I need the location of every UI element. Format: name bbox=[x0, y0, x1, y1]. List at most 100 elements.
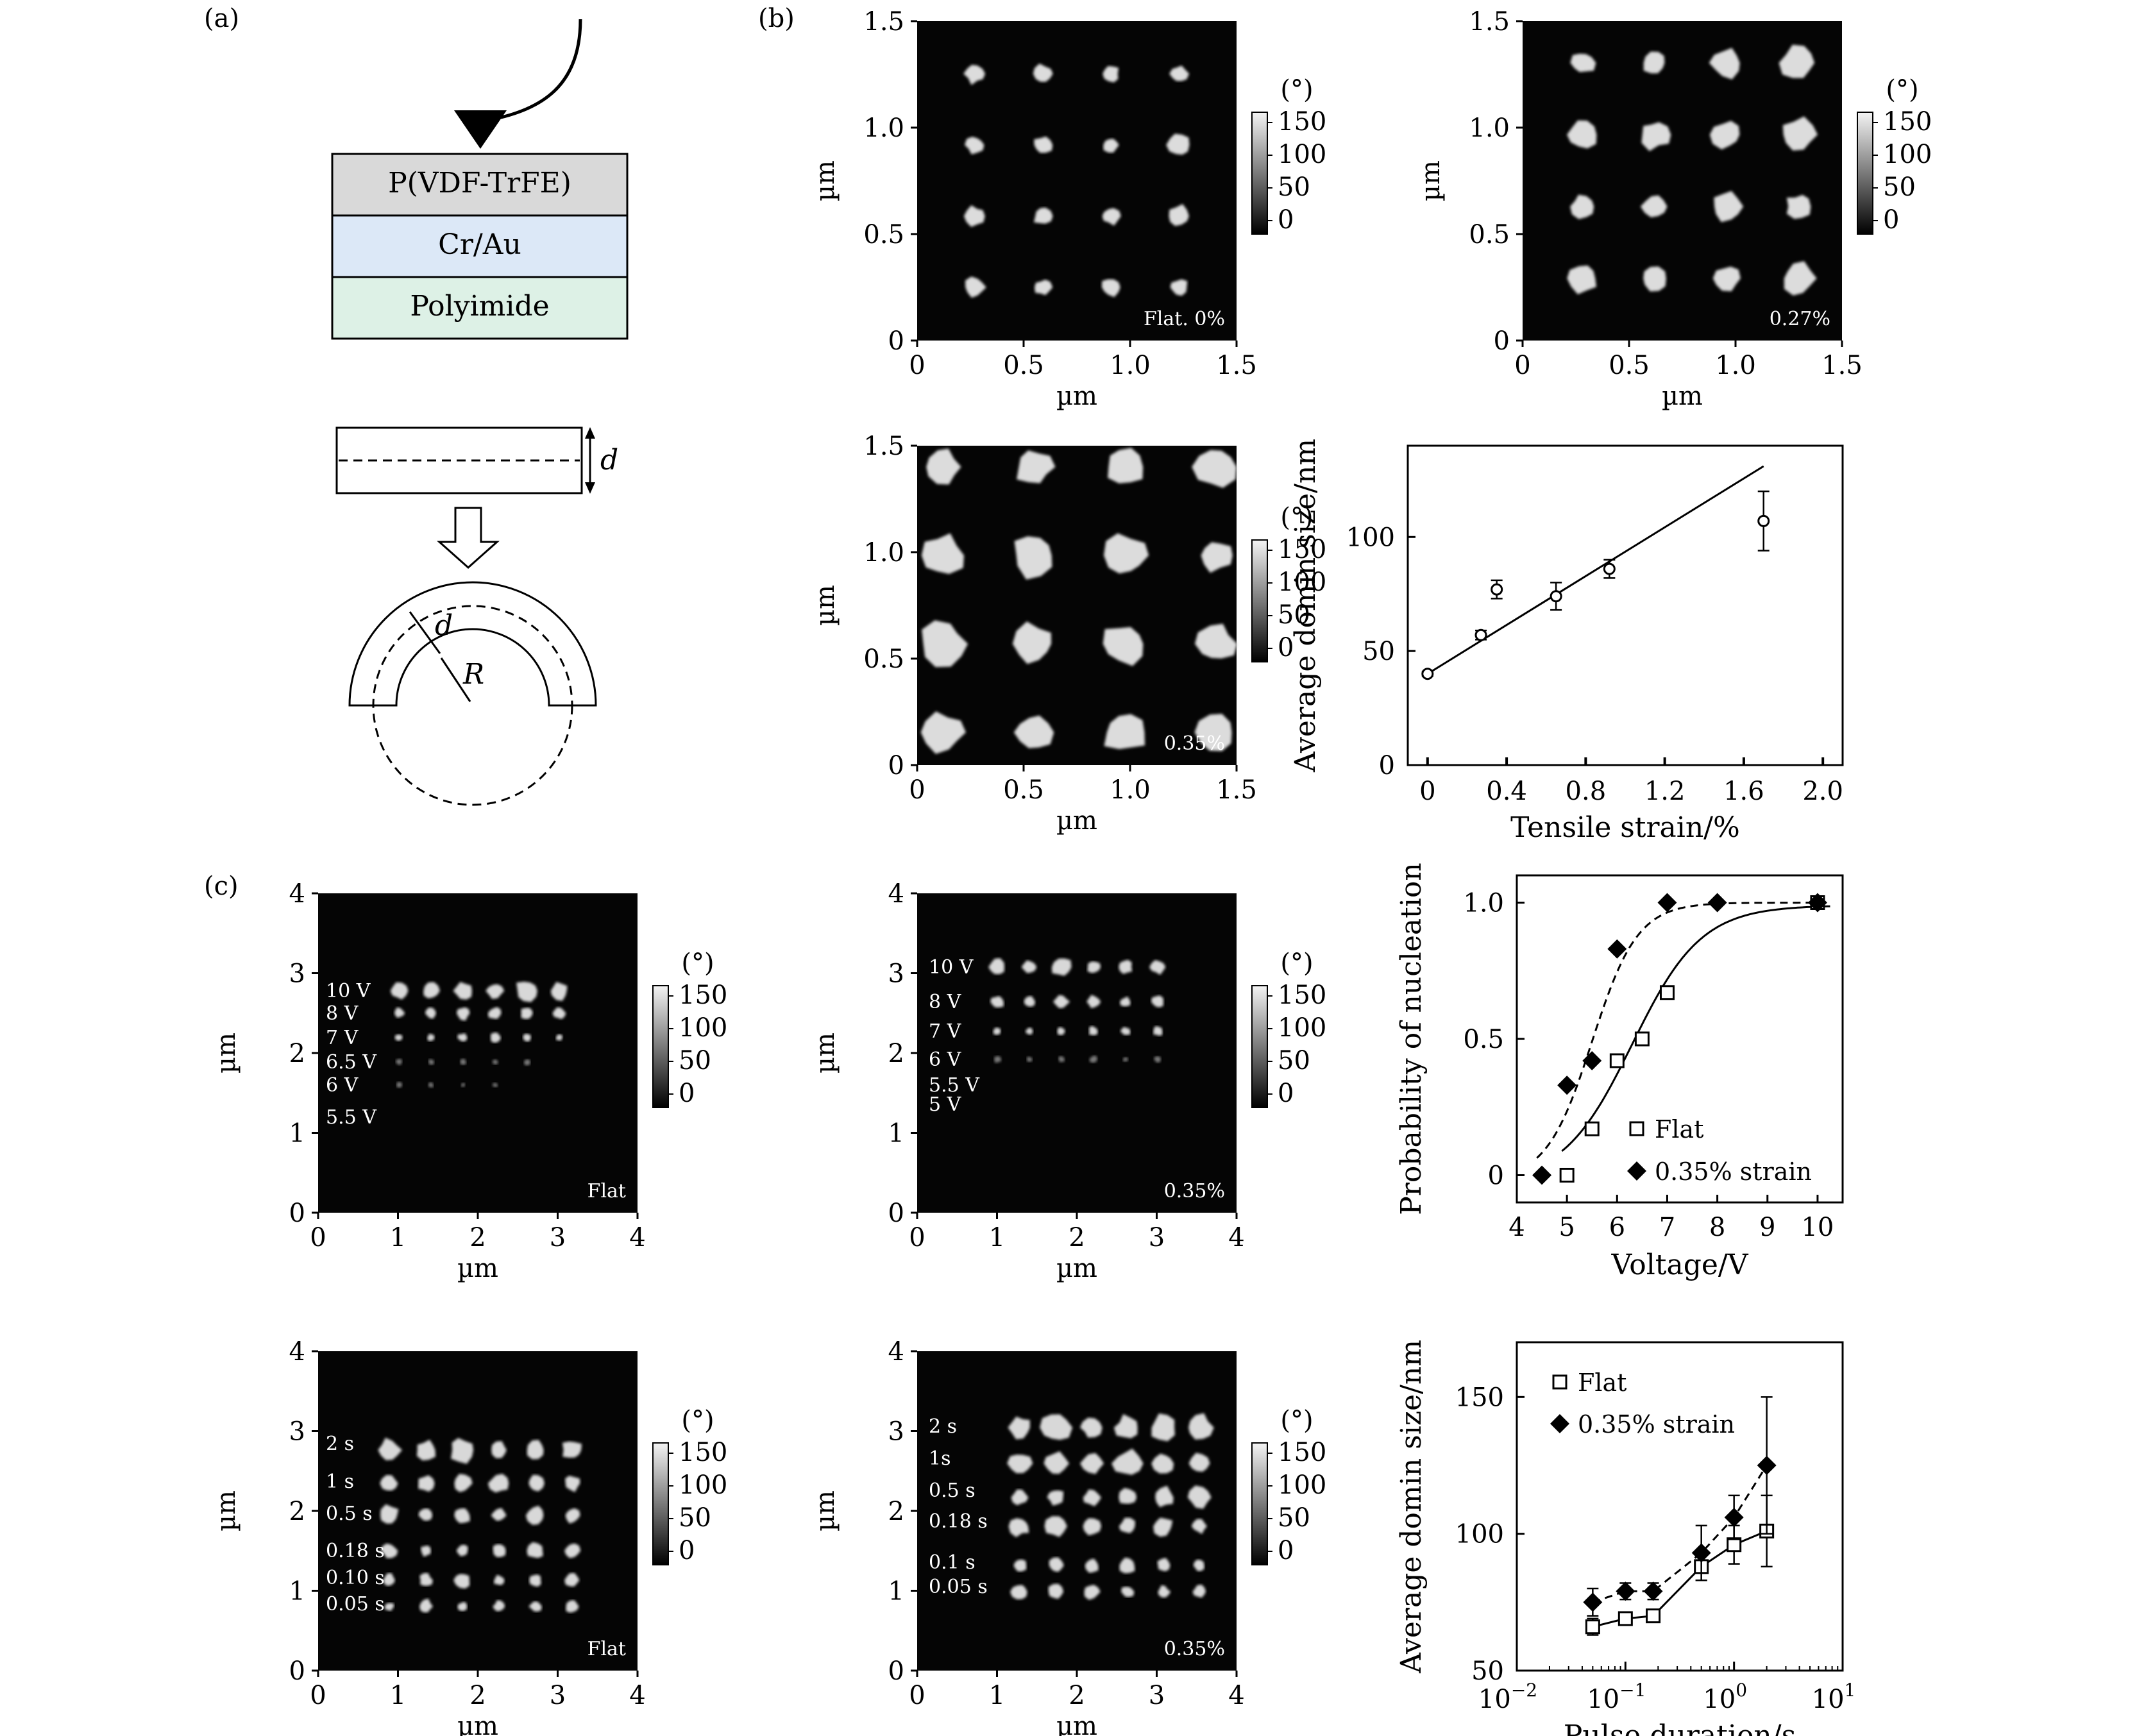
map-c2-y-tick-label: 3 bbox=[888, 959, 904, 989]
map-b2-domain-dot bbox=[1570, 53, 1596, 72]
c2-legend-strain-label: 0.35% strain bbox=[1655, 1158, 1812, 1186]
layer-pvdf bbox=[331, 153, 629, 217]
map-c1-domain-dot bbox=[396, 1082, 403, 1088]
map-c3-row-label: 2 s bbox=[326, 1433, 354, 1455]
map-c2-colorbar-tick-label: 0 bbox=[1278, 1079, 1294, 1108]
map-b1-y-tick-label: 1.5 bbox=[863, 7, 904, 37]
map-b2-colorbar-tick-label: 100 bbox=[1883, 140, 1932, 169]
c1-y-axis-label: Average domin size/nm bbox=[1289, 439, 1322, 773]
map-c4-domain-dot bbox=[1008, 1518, 1029, 1537]
c1-y-tick-label: 100 bbox=[1346, 523, 1395, 552]
map-c3-y-tick-label: 4 bbox=[289, 1337, 305, 1367]
c3-y-tick-label: 100 bbox=[1455, 1520, 1504, 1549]
c1-x-tick-label: 0 bbox=[1419, 777, 1435, 806]
map-c3-y-axis-label: µm bbox=[212, 1490, 241, 1531]
map-c2-domain-dot bbox=[1122, 1057, 1129, 1062]
map-c2-domain-dot bbox=[1086, 995, 1101, 1009]
map-c2-domain-dot bbox=[1154, 1056, 1162, 1063]
map-c2-x-tick-label: 1 bbox=[989, 1223, 1005, 1252]
map-c1-domain-dot bbox=[394, 1034, 403, 1041]
map-c4-domain-dot bbox=[1079, 1453, 1104, 1474]
map-c2-domain-dot bbox=[988, 958, 1004, 974]
map-c4-x-tick-label: 2 bbox=[1069, 1681, 1085, 1710]
c3-x-tick-exp: 0 bbox=[1736, 1680, 1747, 1701]
map-b3-domain-dot bbox=[926, 448, 961, 485]
map-b1-domain-dot bbox=[965, 276, 986, 298]
map-c3-domain-dot bbox=[565, 1476, 580, 1492]
bent-film bbox=[348, 581, 597, 707]
map-b3-colorbar-tick-label: 0 bbox=[1278, 633, 1294, 662]
map-c3-row-label: 0.10 s bbox=[326, 1567, 385, 1589]
map-c1-domain-dot bbox=[425, 1007, 436, 1019]
c2-legend-flat-marker bbox=[1629, 1121, 1644, 1136]
map-c4-map-image bbox=[917, 1351, 1237, 1671]
map-c1-y-tick-label: 3 bbox=[289, 959, 305, 989]
map-c2-y-axis-label: µm bbox=[811, 1032, 840, 1074]
map-c3-corner-label: Flat bbox=[587, 1638, 626, 1660]
map-c2-domain-dot bbox=[1151, 995, 1163, 1007]
map-b3-x-tick-label: 1.5 bbox=[1216, 775, 1257, 805]
c1-data-point bbox=[1474, 628, 1487, 641]
map-c1-x-tick-label: 3 bbox=[550, 1223, 566, 1252]
map-b2-colorbar-tick-label: 0 bbox=[1883, 205, 1899, 235]
map-c1-domain-dot bbox=[428, 1082, 434, 1088]
map-c3-row-label: 0.05 s bbox=[326, 1593, 385, 1615]
map-c3-domain-dot bbox=[493, 1544, 506, 1558]
thickness-label: d bbox=[600, 444, 618, 476]
bending-arrow bbox=[437, 507, 500, 569]
c1-data-point bbox=[1603, 562, 1616, 575]
map-b1-colorbar-tick-label: 150 bbox=[1278, 107, 1326, 137]
map-c3-x-tick-label: 3 bbox=[550, 1681, 566, 1710]
map-c3-colorbar-tick-label: 100 bbox=[679, 1471, 727, 1500]
c1-frame bbox=[1407, 444, 1844, 766]
map-b1-colorbar-tick-label: 0 bbox=[1278, 205, 1294, 235]
map-c3-domain-dot bbox=[456, 1544, 468, 1556]
map-b2-domain-dot bbox=[1567, 120, 1597, 149]
map-c1-domain-dot bbox=[487, 1007, 502, 1019]
map-c3-x-tick-label: 1 bbox=[390, 1681, 406, 1710]
map-b3-colorbar-tick-label: 150 bbox=[1278, 535, 1326, 564]
map-c2-domain-dot bbox=[1089, 1055, 1097, 1063]
map-c2-domain-dot bbox=[993, 1027, 1001, 1035]
c3-flat-point bbox=[1727, 1537, 1742, 1553]
map-b3-domain-dot bbox=[1195, 623, 1238, 659]
c2-y-tick-label: 1.0 bbox=[1463, 889, 1504, 918]
map-c2-x-tick-label: 0 bbox=[909, 1223, 925, 1252]
map-b3-x-tick-label: 1.0 bbox=[1110, 775, 1151, 805]
map-c1-domain-dot bbox=[460, 1058, 466, 1065]
map-c3-domain-dot bbox=[562, 1441, 582, 1458]
map-c4-domain-dot bbox=[1047, 1490, 1064, 1506]
map-c2-domain-dot bbox=[1021, 960, 1037, 973]
c2-legend-strain-marker bbox=[1627, 1161, 1646, 1181]
map-b2-domain-dot bbox=[1567, 265, 1596, 294]
c2-x-tick-label: 7 bbox=[1659, 1213, 1675, 1242]
layer-label-pvdf: P(VDF-TrFE) bbox=[388, 167, 571, 199]
map-b2-y-tick-label: 0 bbox=[1494, 326, 1510, 356]
c3-frame bbox=[1516, 1341, 1844, 1672]
map-b2-x-tick-label: 1.0 bbox=[1715, 351, 1756, 380]
map-c4-x-tick-label: 3 bbox=[1149, 1681, 1165, 1710]
map-c1-colorbar-tick-label: 0 bbox=[679, 1079, 695, 1108]
c2-x-tick-label: 4 bbox=[1508, 1213, 1525, 1242]
map-c2-domain-dot bbox=[1024, 996, 1036, 1007]
layer-crau bbox=[331, 214, 629, 278]
map-c3-domain-dot bbox=[419, 1572, 433, 1586]
layer-label-crau: Cr/Au bbox=[438, 228, 521, 261]
map-c4-corner-label: 0.35% bbox=[1164, 1638, 1225, 1660]
map-c3-domain-dot bbox=[528, 1601, 542, 1612]
map-b2-domain-dot bbox=[1709, 121, 1740, 150]
map-c3-domain-dot bbox=[380, 1504, 399, 1524]
map-b2-colorbar-unit: (°) bbox=[1886, 75, 1918, 105]
map-b2-y-axis-label: µm bbox=[1416, 160, 1446, 201]
c3-legend-strain-label: 0.35% strain bbox=[1578, 1410, 1735, 1438]
map-c4-row-label: 0.05 s bbox=[929, 1576, 988, 1598]
c2-flat-point bbox=[1559, 1168, 1575, 1183]
map-c1-y-axis-label: µm bbox=[212, 1032, 241, 1074]
map-b1-domain-dot bbox=[1170, 279, 1188, 296]
c3-strain-point bbox=[1616, 1581, 1635, 1601]
map-b1-x-tick-label: 1.5 bbox=[1216, 351, 1257, 380]
map-b1-colorbar-tick-label: 100 bbox=[1278, 140, 1326, 169]
map-c1-y-tick-label: 1 bbox=[289, 1119, 305, 1149]
map-c3-domain-dot bbox=[527, 1440, 544, 1460]
